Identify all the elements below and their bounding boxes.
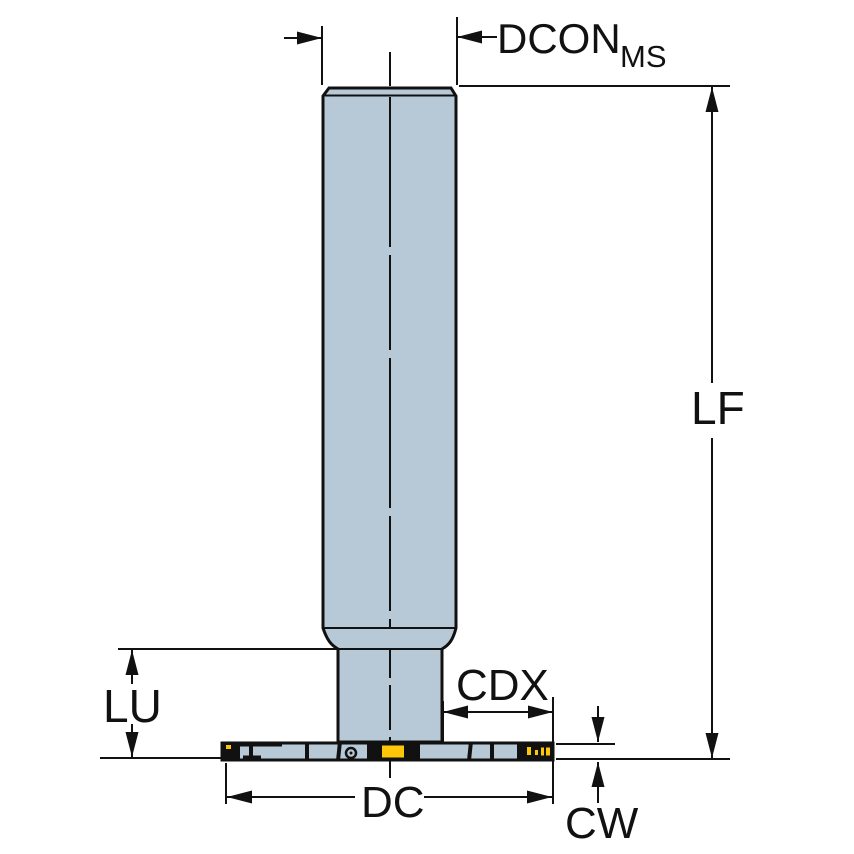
insert-left [226, 745, 231, 749]
disc-separator [305, 744, 309, 759]
label-dcon-subscript: MS [620, 39, 667, 74]
insert-right [527, 747, 531, 755]
disc-separator [467, 744, 473, 759]
label-cdx: CDX [456, 661, 549, 710]
insert-right [546, 747, 550, 756]
insert-right [541, 747, 544, 756]
dimension-dc: DC [225, 763, 552, 827]
dimension-cw: CW [556, 706, 639, 848]
disc-separator [490, 744, 494, 759]
dimension-lf: LF [459, 85, 745, 760]
insert-center [382, 745, 404, 758]
label-dc: DC [361, 778, 425, 827]
insert-right [535, 750, 538, 755]
disc-left-pocket [222, 742, 240, 761]
disc-separator [249, 744, 253, 759]
dimension-lu: LU [100, 648, 337, 759]
disc-separator [336, 744, 342, 759]
label-dcon: DCON [497, 15, 621, 62]
label-lf: LF [691, 382, 745, 434]
seat-edge-top [238, 742, 282, 747]
label-lu: LU [103, 680, 162, 732]
dimension-dconms: DCON MS [284, 15, 667, 85]
label-cw: CW [565, 799, 639, 848]
screw-hole [344, 746, 358, 760]
cutter-disc [220, 741, 555, 762]
right-insert-pocket [517, 742, 553, 761]
dimension-cdx: CDX [442, 661, 554, 804]
tool-body [220, 52, 555, 778]
center-insert-pocket [367, 742, 420, 761]
